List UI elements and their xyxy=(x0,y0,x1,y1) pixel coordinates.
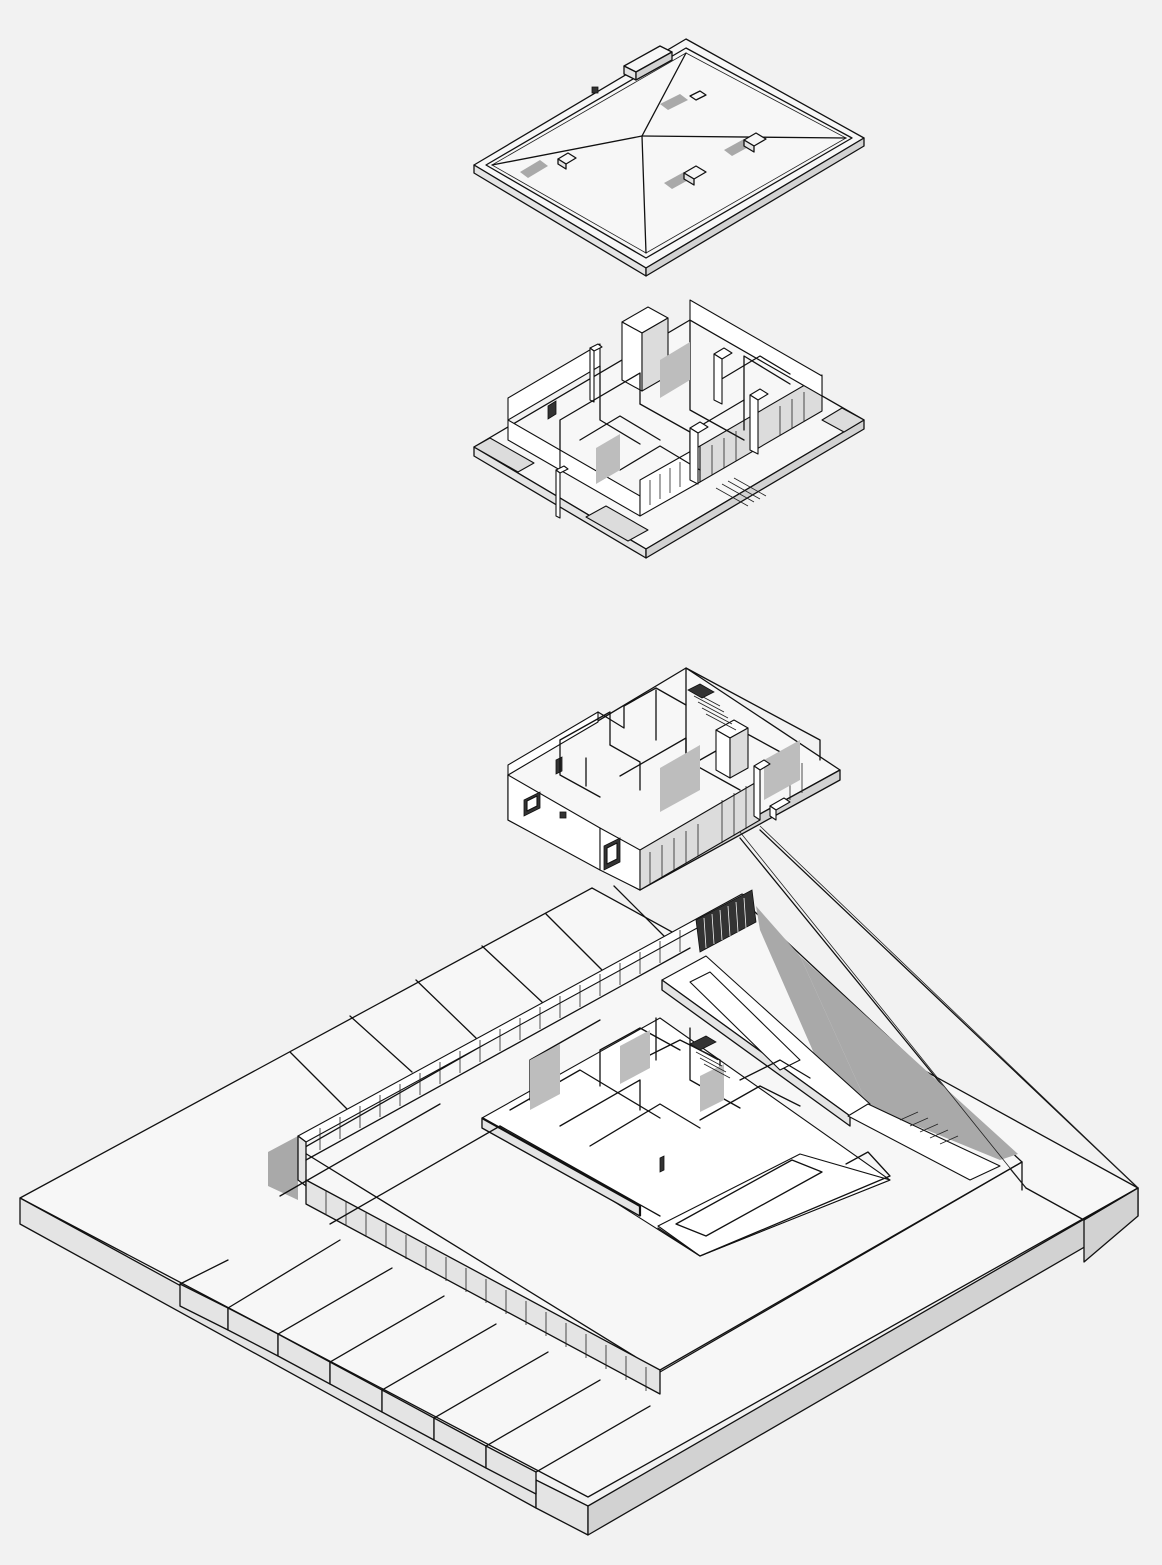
basement-rooms xyxy=(509,1017,811,1173)
explode-guide-lines xyxy=(739,825,1139,1189)
upper-floor-layer xyxy=(473,299,865,559)
roof-layer xyxy=(473,38,865,277)
ground-floor-layer xyxy=(507,667,841,891)
retaining-wall-fins xyxy=(319,930,681,1150)
site-layer xyxy=(19,829,1139,1536)
